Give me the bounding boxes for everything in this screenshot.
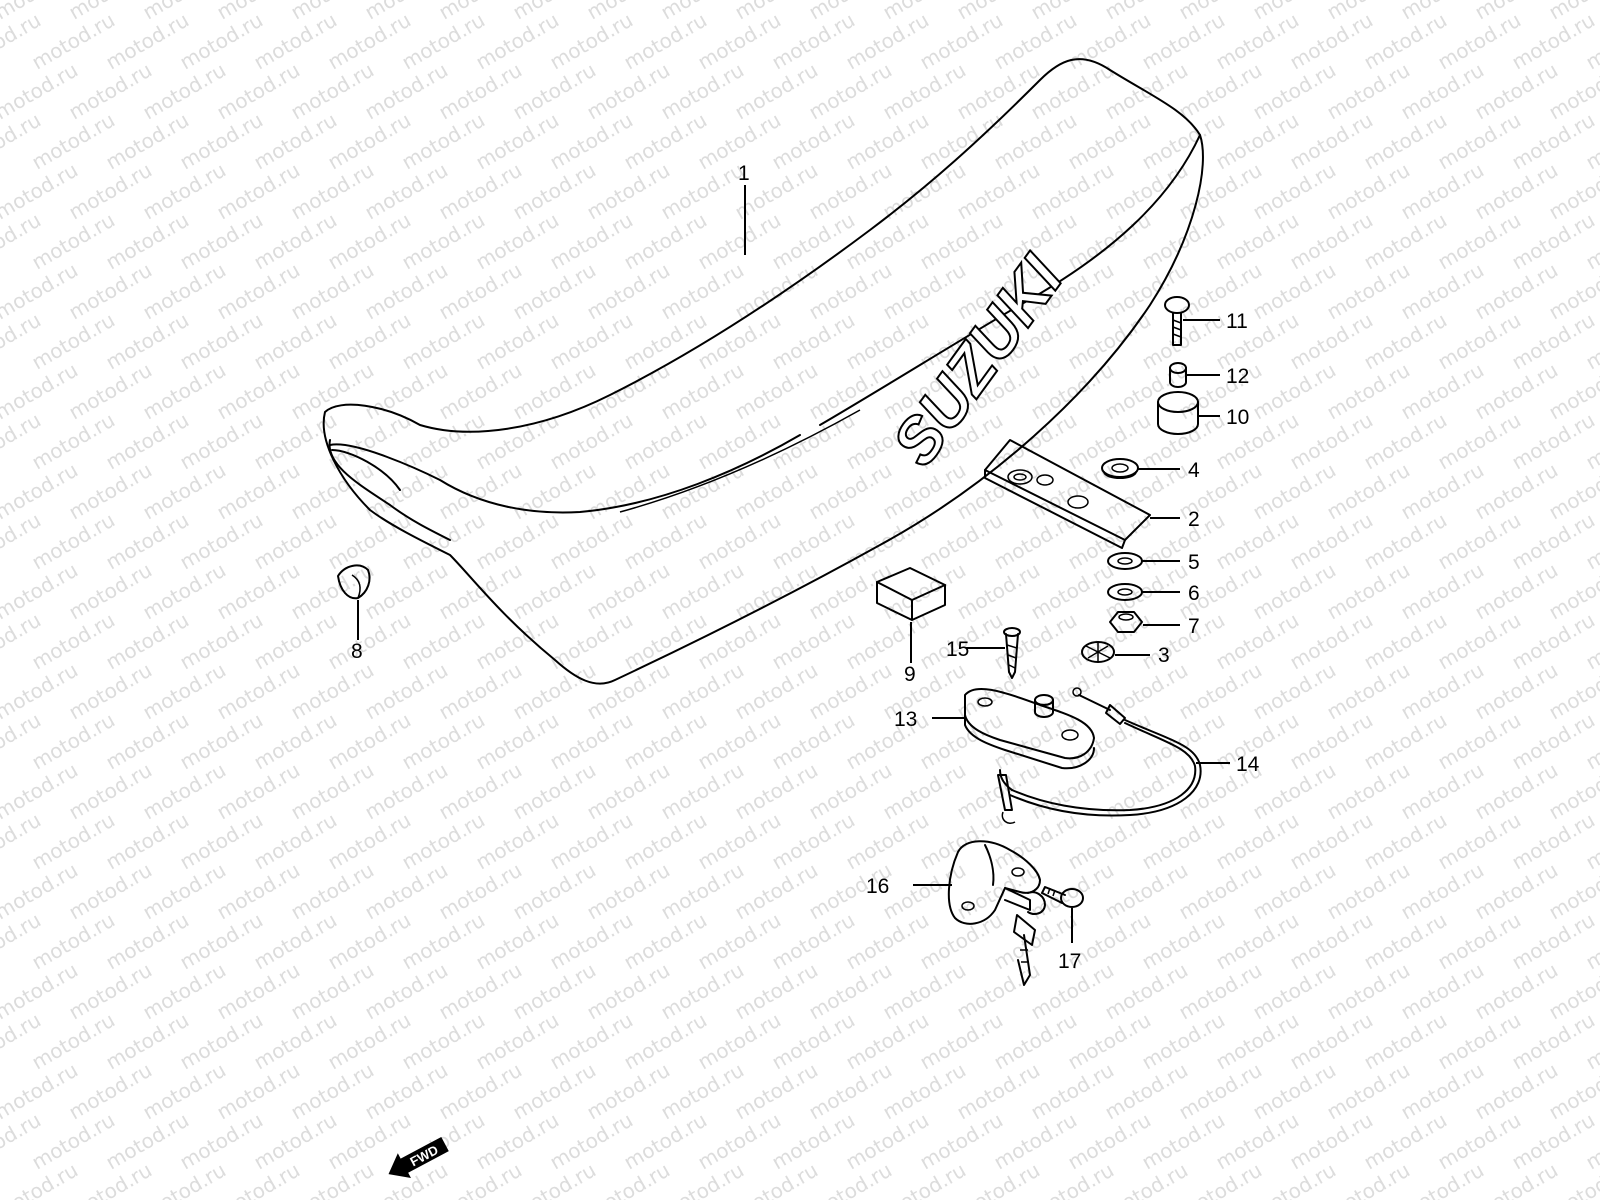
lock-bracket-13: [964, 688, 1095, 770]
callout-2: 2: [1188, 508, 1200, 531]
callout-15: 15: [946, 638, 969, 661]
callout-8: 8: [351, 640, 363, 663]
callout-13: 13: [894, 708, 917, 731]
collar-12: [1169, 362, 1187, 388]
callout-3: 3: [1158, 644, 1170, 667]
callout-10: 10: [1226, 406, 1249, 429]
callout-7: 7: [1188, 615, 1200, 638]
callout-14: 14: [1236, 753, 1260, 776]
callout-16: 16: [866, 875, 889, 898]
cushion-10: [1157, 391, 1199, 435]
bolt-17: [1041, 886, 1084, 908]
bolt-11: [1164, 296, 1190, 346]
callout-1: 1: [738, 162, 750, 185]
cap-8: [337, 564, 371, 600]
cushion-9: [876, 567, 946, 621]
callout-17: 17: [1058, 950, 1081, 973]
washer-5: [1107, 552, 1143, 570]
callout-12: 12: [1226, 365, 1249, 388]
seat-bracket-plate: [984, 439, 1151, 549]
callout-5: 5: [1188, 551, 1200, 574]
nut-7: [1109, 611, 1143, 633]
nut-3: [1081, 641, 1115, 663]
callout-labels: 1 2 3 4 5 6 7 8 9 10 11 12 13 14 15 16 1…: [351, 162, 1260, 973]
seat-assembly: [322, 58, 1204, 685]
screw-15: [1003, 627, 1021, 679]
callout-6: 6: [1188, 582, 1200, 605]
callout-leaders: [357, 185, 1230, 943]
seat-lock-cable-14: [997, 687, 1202, 824]
seat-lock-16: [947, 840, 1046, 986]
callout-4: 4: [1188, 459, 1200, 482]
callout-9: 9: [904, 663, 916, 686]
callout-11: 11: [1226, 310, 1248, 333]
